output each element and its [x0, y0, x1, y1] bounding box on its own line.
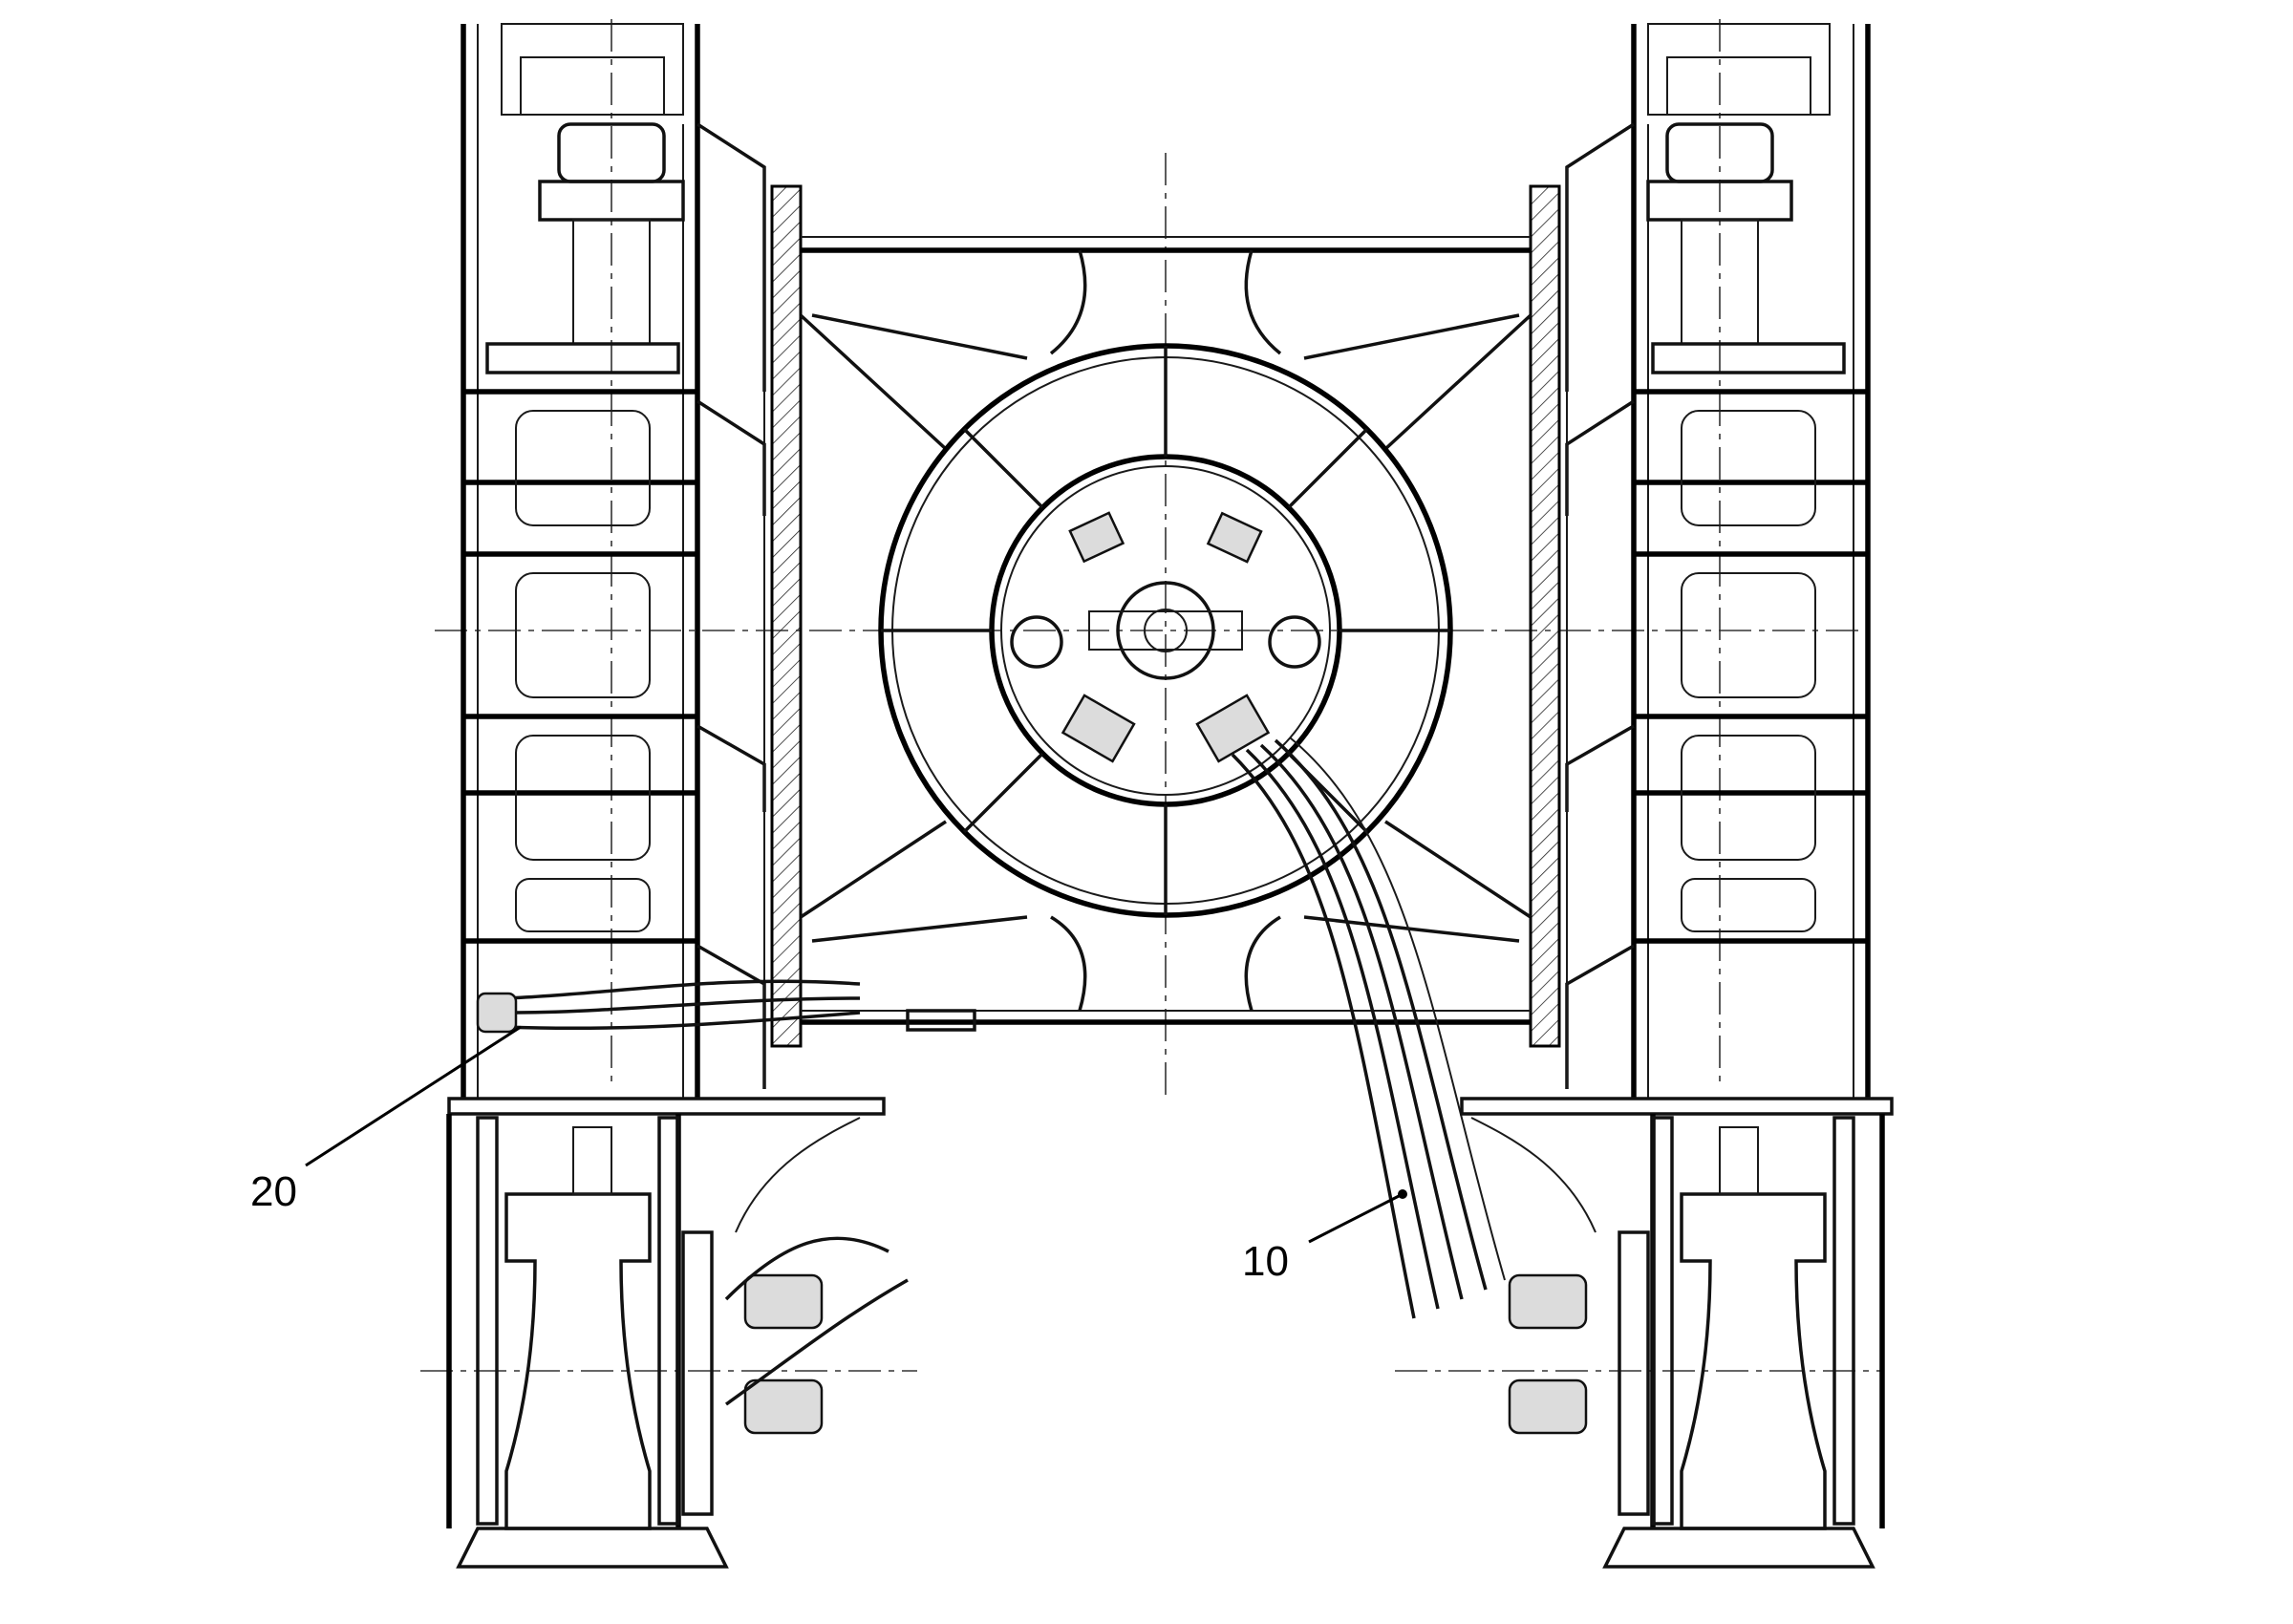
deck-plates: [447, 1097, 1894, 1116]
leader-line-10: [1308, 1192, 1404, 1244]
central-drum: [878, 343, 1453, 918]
leader-dot-10: [1398, 1189, 1407, 1199]
hose-bundles: [476, 737, 1506, 1319]
callout-20-group: 20: [250, 1025, 522, 1215]
left-column: [461, 23, 766, 1099]
right-wheel-assembly: [1470, 1114, 1885, 1569]
callout-10: 10: [1242, 1238, 1289, 1285]
left-wheel-assembly: [446, 1114, 909, 1569]
leader-line-20: [305, 1025, 522, 1167]
callout-10-group: 10: [1242, 1189, 1407, 1285]
callout-20: 20: [250, 1168, 297, 1215]
center-frame: [770, 184, 1561, 1048]
right-column: [1565, 23, 1871, 1099]
